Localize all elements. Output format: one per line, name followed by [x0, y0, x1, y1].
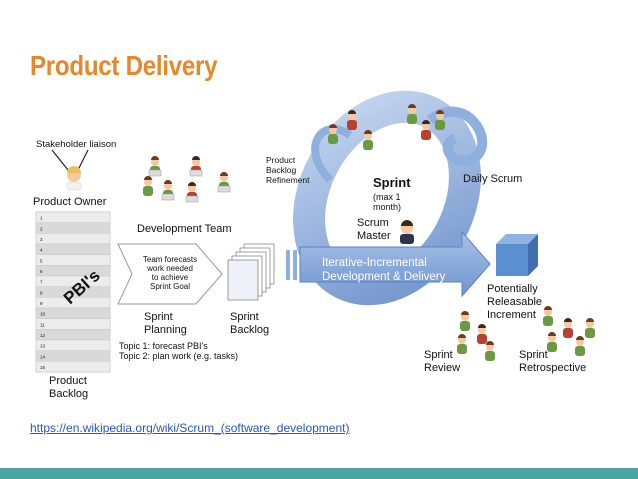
backlog-row: [35, 307, 111, 319]
backlog-row: [35, 254, 111, 266]
backlog-row: [35, 361, 111, 373]
backlog-row-number: 10: [40, 312, 46, 317]
forecast-line-3: to achieve: [152, 273, 189, 282]
sprint-planning-label-2: Planning: [144, 324, 187, 336]
scrum-master-icon: [400, 220, 414, 244]
backlog-row-number: 2: [40, 226, 43, 231]
footer-bar: [0, 468, 638, 479]
backlog-row-number: 14: [40, 354, 46, 359]
sprint-backlog-label-1: Sprint: [230, 311, 259, 323]
sprint-planning-label-1: Sprint: [144, 311, 173, 323]
increment-cube-icon: [496, 234, 538, 276]
sprint-sub-1: (max 1: [373, 192, 401, 202]
product-owner-icon: [66, 166, 82, 191]
sprint-retro-people-icon: [543, 306, 595, 356]
forecast-arrow-icon: [117, 243, 223, 305]
sprint-title: Sprint: [373, 175, 411, 190]
product-backlog-label-2: Backlog: [49, 388, 88, 400]
backlog-row-number: 3: [40, 237, 43, 242]
increment-label-3: Increment: [487, 309, 536, 321]
backlog-row: [35, 329, 111, 341]
backlog-row: [35, 318, 111, 330]
backlog-row: [35, 350, 111, 362]
forecast-line-2: work needed: [146, 264, 193, 273]
big-arrow-line-1: Iterative-Incremental: [322, 257, 427, 269]
backlog-row-number: 8: [40, 290, 43, 295]
backlog-row-number: 4: [40, 248, 43, 253]
backlog-row: [35, 211, 111, 223]
backlog-row-number: 7: [40, 280, 43, 285]
sprint-review-label-2: Review: [424, 362, 460, 374]
pbr-label-1: Product: [266, 155, 296, 165]
sprint-review-label-1: Sprint: [424, 349, 453, 361]
backlog-row: [35, 243, 111, 255]
backlog-row: [35, 233, 111, 245]
increment-label-1: Potentially: [487, 283, 538, 295]
daily-scrum-loop-icon: [427, 106, 488, 166]
product-backlog-label-1: Product: [49, 375, 87, 387]
stakeholder-arrow-icon: [51, 149, 69, 171]
forecast-line-1: Team forecasts: [143, 255, 197, 264]
backlog-row: [35, 339, 111, 351]
backlog-row-number: 12: [40, 333, 46, 338]
stakeholder-liaison-label: Stakeholder liaison: [36, 139, 116, 150]
backlog-row-number: 9: [40, 301, 43, 306]
pbr-loop-icon: [311, 125, 353, 183]
sprint-retro-label-1: Sprint: [519, 349, 548, 361]
topic-1: Topic 1: forecast PBI's: [119, 341, 208, 351]
source-link[interactable]: https://en.wikipedia.org/wiki/Scrum_(sof…: [30, 421, 350, 435]
backlog-row-number: 13: [40, 344, 46, 349]
pbr-label-3: Refinement: [266, 175, 310, 185]
backlog-row-number: 1: [40, 216, 43, 221]
pbr-label-2: Backlog: [266, 165, 297, 175]
topic-2: Topic 2: plan work (e.g. tasks): [119, 351, 238, 361]
development-team-icon: [143, 156, 231, 203]
sprint-sub-2: month): [373, 202, 401, 212]
stakeholder-arrow-icon-2: [77, 149, 89, 171]
scrum-master-label-2: Master: [357, 230, 391, 242]
big-arrow-line-2: Development & Delivery: [322, 271, 446, 283]
backlog-row-number: 6: [40, 269, 43, 274]
sprint-backlog-icon: [227, 243, 275, 301]
backlog-row: [35, 222, 111, 234]
sprint-backlog-label-2: Backlog: [230, 324, 269, 336]
development-team-label: Development Team: [137, 223, 232, 235]
sprint-retro-label-2: Retrospective: [519, 362, 586, 374]
backlog-row-number: 15: [40, 365, 46, 370]
slide-title: Product Delivery: [30, 50, 218, 81]
iterative-delivery-arrow: [299, 230, 491, 298]
backlog-row-number: 5: [40, 258, 43, 263]
backlog-row-number: 11: [40, 322, 45, 327]
daily-scrum-label: Daily Scrum: [463, 173, 522, 185]
backlog-row: [35, 265, 111, 277]
increment-label-2: Releasable: [487, 296, 542, 308]
product-owner-label: Product Owner: [33, 196, 107, 208]
forecast-line-4: Sprint Goal: [150, 282, 190, 291]
scrum-master-label-1: Scrum: [357, 217, 389, 229]
